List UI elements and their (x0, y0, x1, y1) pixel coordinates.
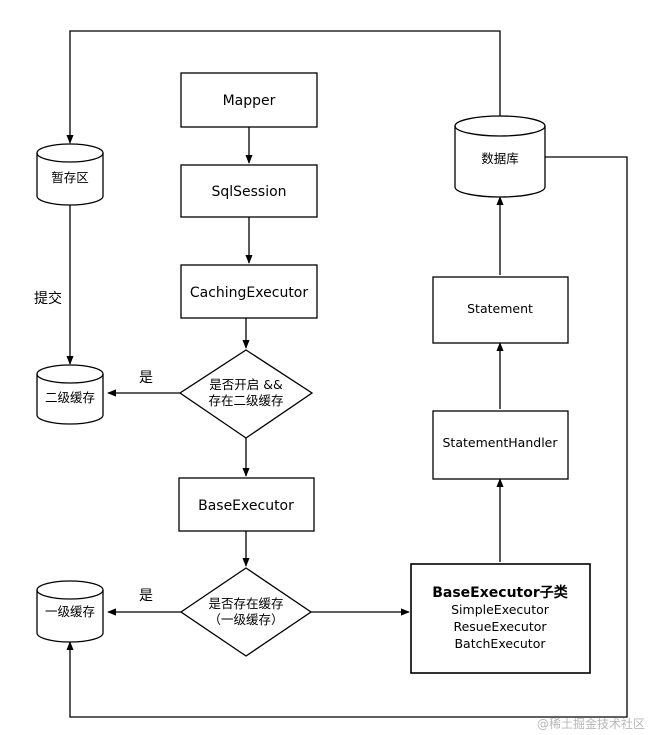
subclass-simple: SimpleExecutor (451, 602, 550, 617)
edge-label-yes-first: 是 (139, 588, 153, 604)
first-cache-label: 一级缓存 (45, 604, 95, 619)
base-executor-label: BaseExecutor (198, 498, 294, 514)
first-cache-decision-line1: 是否存在缓存 (208, 596, 283, 611)
staging-cylinder: 暂存区 (36, 143, 104, 206)
sqlsession-label: SqlSession (211, 184, 286, 200)
first-cache-decision: 是否存在缓存 （一级缓存） (179, 567, 313, 657)
second-cache-decision-line1: 是否开启 && (209, 377, 283, 392)
statement-node: Statement (432, 276, 569, 344)
watermark: @稀土掘金技术社区 (536, 717, 645, 731)
database-cylinder: 数据库 (454, 115, 546, 198)
base-executor-node: BaseExecutor (178, 477, 315, 532)
statement-handler-node: StatementHandler (432, 410, 569, 480)
first-cache-decision-line2: （一级缓存） (208, 612, 283, 627)
sqlsession-node: SqlSession (180, 164, 318, 218)
edge-database-to-staging (66, 30, 501, 144)
caching-executor-label: CachingExecutor (190, 285, 309, 301)
edges (66, 30, 628, 718)
database-label: 数据库 (481, 151, 519, 166)
subclasses-node: BaseExecutor子类 SimpleExecutor ResueExecu… (410, 563, 591, 674)
subclass-batch: BatchExecutor (454, 636, 546, 651)
subclass-resue: ResueExecutor (453, 619, 547, 634)
first-cache-cylinder: 一级缓存 (36, 580, 104, 643)
statement-label: Statement (467, 301, 533, 316)
caching-executor-node: CachingExecutor (180, 264, 318, 319)
second-cache-decision-line2: 存在二级缓存 (208, 393, 283, 408)
edge-label-yes-second: 是 (139, 370, 153, 386)
second-cache-label: 二级缓存 (45, 390, 95, 405)
statement-handler-label: StatementHandler (443, 435, 559, 450)
subclasses-title: BaseExecutor子类 (432, 584, 569, 601)
staging-label: 暂存区 (51, 170, 89, 185)
second-cache-cylinder: 二级缓存 (36, 364, 104, 425)
edge-label-commit: 提交 (34, 290, 62, 307)
second-cache-decision: 是否开启 && 存在二级缓存 (178, 349, 314, 439)
mapper-label: Mapper (223, 93, 276, 109)
edge-database-to-first-cache (66, 156, 628, 718)
mapper-node: Mapper (180, 72, 318, 128)
